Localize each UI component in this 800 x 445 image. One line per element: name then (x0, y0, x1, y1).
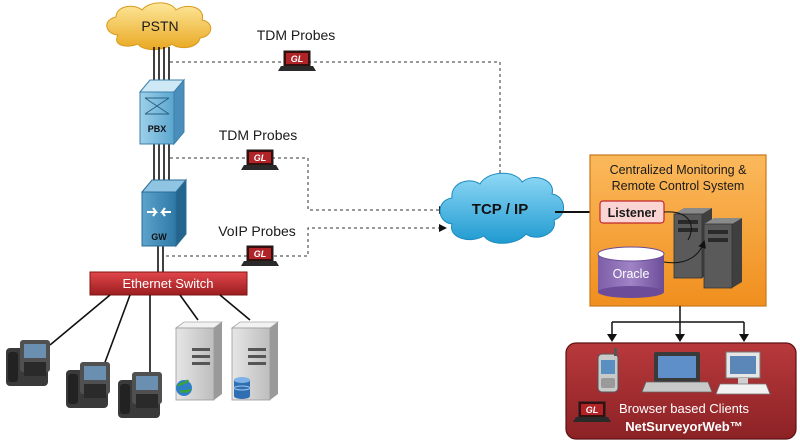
gl-badge: GL (586, 405, 599, 415)
oracle-label: Oracle (613, 267, 650, 281)
server-tower-icon (703, 218, 742, 289)
switch-links (49, 294, 251, 378)
gl-badge: GL (254, 249, 267, 259)
gl-badge: GL (291, 54, 304, 64)
pbx-label: PBX (148, 124, 167, 134)
gl-badge: GL (254, 153, 267, 163)
laptop-icon (641, 352, 713, 393)
oracle-database: Oracle (597, 246, 665, 298)
gateway-device: GW (140, 178, 188, 248)
ethernet-switch-label: Ethernet Switch (122, 276, 213, 291)
gl-logo-icon: GL (573, 401, 611, 422)
trunk-lines (153, 47, 170, 272)
database-server-icon (230, 321, 280, 401)
ip-phone-icon (66, 362, 110, 408)
netsurveyorweb-label: NetSurveyorWeb™ (625, 419, 743, 434)
database-icon (233, 377, 251, 399)
ip-phone-icon (118, 372, 162, 418)
ethernet-switch: Ethernet Switch (89, 271, 248, 296)
tdm-probes-label-top: TDM Probes (257, 27, 336, 43)
voip-probe-laptop-icon: GL (241, 245, 279, 266)
client-arrowheads (607, 334, 749, 342)
ip-phone-icon (6, 340, 50, 386)
tdm-probe-laptop-icon: GL (241, 149, 279, 170)
client-arrows (611, 306, 745, 336)
gw-label: GW (151, 232, 167, 242)
listener-label: Listener (608, 206, 657, 220)
desktop-computer-icon (715, 351, 771, 395)
mobile-phone-icon (597, 348, 619, 393)
pbx-device: PBX (138, 78, 186, 146)
monitoring-system-box: Centralized Monitoring & Remote Control … (589, 154, 767, 307)
tcp-ip-label: TCP / IP (472, 201, 528, 218)
monitoring-title-line1: Centralized Monitoring & (610, 163, 748, 177)
monitoring-title-line2: Remote Control System (612, 179, 745, 193)
pstn-label: PSTN (141, 18, 178, 34)
listener-connector (663, 211, 692, 241)
pstn-cloud: PSTN (106, 2, 212, 51)
web-server-icon (174, 321, 224, 401)
tcp-ip-cloud: TCP / IP (439, 172, 564, 244)
oracle-connector (663, 240, 706, 264)
browser-clients-box: GL Browser based Clients NetSurveyorWeb™ (565, 342, 797, 440)
voip-probes-label: VoIP Probes (218, 223, 296, 239)
tdm-probes-label-mid: TDM Probes (219, 127, 298, 143)
probe-links (166, 61, 501, 257)
browser-clients-label: Browser based Clients (619, 401, 750, 416)
tdm-probe-laptop-icon: GL (278, 50, 316, 71)
